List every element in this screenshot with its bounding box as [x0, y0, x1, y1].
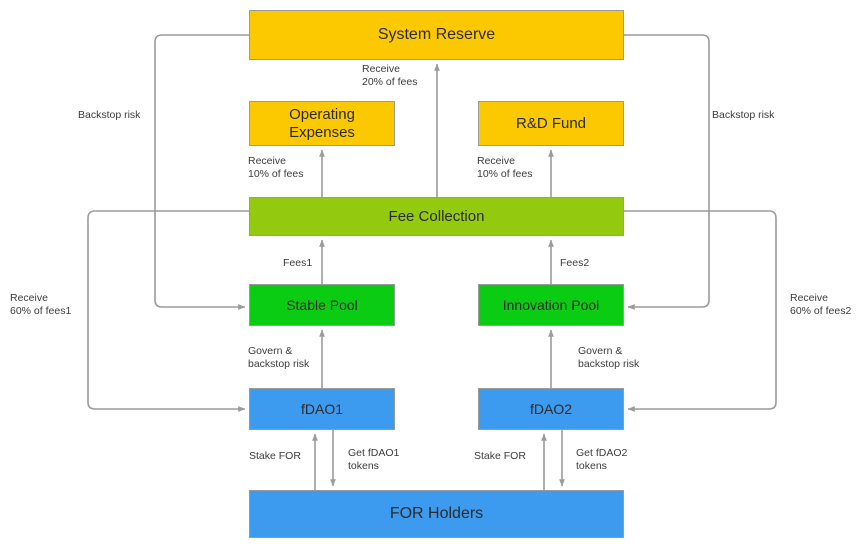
edge-label-receive-10-percent-right: Receive 10% of fees	[477, 155, 533, 180]
wire-system-reserve-to-innovation-pool-right	[624, 34, 710, 310]
node-stable-pool-label: Stable Pool	[286, 296, 358, 313]
edge-label-stake-for-left: Stake FOR	[249, 450, 301, 462]
node-fdao1[interactable]: fDAO1	[249, 388, 395, 430]
node-stable-pool[interactable]: Stable Pool	[249, 284, 395, 326]
wire-fee-collection-to-fdao2-right	[624, 210, 777, 412]
node-fdao1-label: fDAO1	[300, 400, 343, 417]
edge-label-receive-60-percent-fees1: Receive 60% of fees1	[10, 292, 72, 317]
edge-label-govern-backstop-left: Govern & backstop risk	[248, 345, 310, 370]
edge-label-get-fdao1-tokens: Get fDAO1 tokens	[348, 447, 400, 472]
node-rnd-fund-label: R&D Fund	[515, 114, 587, 132]
node-system-reserve-label: System Reserve	[377, 25, 496, 43]
edge-label-backstop-risk-right: Backstop risk	[712, 109, 775, 121]
edge-label-backstop-risk-left: Backstop risk	[78, 109, 141, 121]
edge-label-govern-backstop-right: Govern & backstop risk	[578, 345, 640, 370]
edge-label-get-fdao2-tokens: Get fDAO2 tokens	[576, 447, 628, 472]
edge-label-fees2: Fees2	[560, 257, 590, 269]
node-operating-expenses-label: Operating Expenses	[289, 105, 355, 141]
edge-label-receive-10-percent-left: Receive 10% of fees	[248, 155, 304, 180]
edge-label-receive-20-percent: Receive 20% of fees	[362, 63, 418, 88]
node-innovation-pool-label: Innovation Pool	[502, 296, 600, 313]
edge-label-fees1: Fees1	[283, 257, 313, 269]
wire-system-reserve-to-stable-pool-left	[154, 34, 249, 310]
edge-label-receive-60-percent-fees2: Receive 60% of fees2	[790, 292, 852, 317]
node-fee-collection-label: Fee Collection	[388, 207, 485, 225]
node-for-holders-label: FOR Holders	[389, 504, 484, 522]
node-rnd-fund[interactable]: R&D Fund	[478, 101, 624, 146]
node-fdao2[interactable]: fDAO2	[478, 388, 624, 430]
node-fdao2-label: fDAO2	[529, 400, 572, 417]
node-system-reserve[interactable]: System Reserve	[249, 10, 624, 60]
node-operating-expenses[interactable]: Operating Expenses	[249, 101, 395, 146]
wire-fee-collection-to-fdao1-left	[87, 210, 249, 412]
edge-label-stake-for-right: Stake FOR	[474, 450, 526, 462]
node-fee-collection[interactable]: Fee Collection	[249, 197, 624, 236]
node-innovation-pool[interactable]: Innovation Pool	[478, 284, 624, 326]
node-for-holders[interactable]: FOR Holders	[249, 490, 624, 538]
